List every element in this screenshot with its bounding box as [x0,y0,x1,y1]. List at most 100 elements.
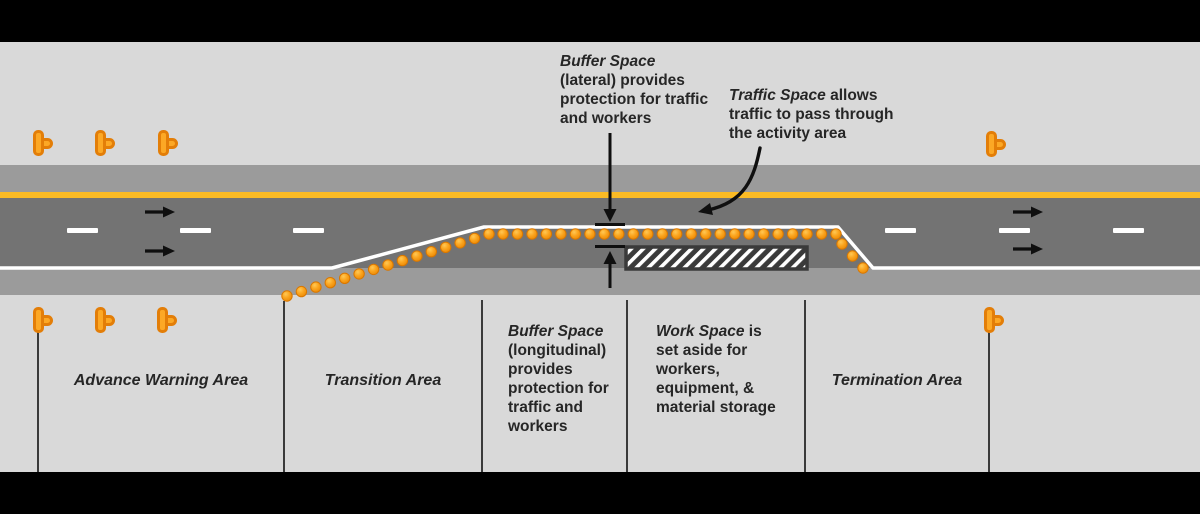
traffic-cone [627,228,639,240]
label-advance-warning-area: Advance Warning Area [73,372,249,389]
traffic-cone [743,228,755,240]
traffic-cone [714,228,726,240]
traffic-cone [483,228,495,240]
annotation-line: Work Space is [656,323,762,340]
traffic-cone [613,228,625,240]
traffic-cone [440,241,452,254]
work-zone-sign-icon [157,307,179,333]
traffic-cone [569,228,582,240]
annotation-line: protection for [508,380,609,397]
work-zone-sign-icon [95,130,117,156]
traffic-direction-arrow-head [1031,206,1043,218]
lane-dash-marking [885,228,916,233]
dimension-arrow-head [603,251,617,264]
annotation-line: set aside for [656,342,748,359]
traffic-cone [295,285,308,298]
annotation-line: the activity area [729,125,847,142]
annotation-work-space: Work Space is set aside for workers, equipm… [656,322,776,417]
annotation-line: Buffer Space [560,53,656,70]
dimension-arrow-head [603,209,617,222]
traffic-cone [411,250,423,262]
traffic-cone [671,228,683,240]
annotation-line: workers [508,418,568,435]
sign-panel-stub [994,139,1006,150]
traffic-cone [757,228,770,240]
annotation-line: provides [508,361,573,378]
traffic-cone [310,281,322,293]
work-zone-sign-icon [33,130,55,156]
traffic-direction-arrow-head [163,206,175,218]
shoulder-top [0,165,1200,192]
annotation-line: protection for traffic [560,91,709,108]
traffic-cone [786,228,799,240]
shoulder-bottom [0,268,1200,295]
traffic-cone [642,228,654,240]
traffic-direction-arrow-head [163,245,175,257]
traffic-cone [281,290,293,302]
traffic-cone [396,254,409,267]
traffic-cone [367,263,380,276]
work-zone-sign-icon [158,130,180,156]
sign-panel-stub [41,315,53,326]
traffic-cone [685,228,697,240]
work-zone-sign-icon [95,307,117,333]
sign-panel-stub [103,138,115,149]
sign-panel-stub [992,315,1004,326]
annotation-line: workers, [656,361,720,378]
traffic-cone [598,228,610,240]
traffic-cone [511,228,524,240]
traffic-cone [700,228,712,240]
sign-panel-stub [165,315,177,326]
lane-dash-marking [293,228,324,233]
annotation-line: traffic and [508,399,583,416]
label-transition-area: Transition Area [324,372,442,389]
traffic-cone [353,268,365,280]
traffic-cone [540,228,553,240]
traffic-cone [772,228,784,240]
traffic-cone [830,228,842,240]
annotation-line: Buffer Space [508,323,604,340]
sign-panel-stub [166,138,178,149]
lane-dash-marking [67,228,98,233]
work-zone-sign-icon [984,307,1006,333]
yellow-center-line [0,192,1200,198]
traffic-cone [815,228,828,240]
traffic-cone [339,272,351,284]
work-zone-sign-icon [986,131,1008,157]
dimension-tick [595,223,625,226]
curved-arrow-shaft [706,146,762,212]
annotation-line: equipment, & [656,380,755,397]
annotation-line: material storage [656,399,776,416]
dimension-tick [595,245,625,248]
traffic-cone [836,238,848,250]
work-space-hatched-area [624,245,809,271]
annotation-buffer-space-longitudinal: Buffer Space (longitudinal) provides protec… [508,322,609,436]
annotation-line: (longitudinal) [508,342,607,359]
annotation-line: traffic to pass through [729,106,894,123]
lane-dash-marking [999,228,1030,233]
annotation-line: Traffic Space allows [729,87,878,104]
traffic-cone [857,262,869,274]
lane-dash-marking [180,228,211,233]
traffic-cone [729,228,741,240]
traffic-cone [526,228,538,240]
traffic-cone [801,228,813,240]
annotation-traffic-space: Traffic Space allows traffic to pass thro… [729,86,893,143]
annotation-line: and workers [560,110,652,127]
traffic-cone [497,228,509,240]
lane-dash-marking [1113,228,1144,233]
traffic-cone [656,228,668,240]
curved-arrow-head [698,203,713,215]
traffic-cone [454,237,466,249]
sign-panel-stub [103,315,115,326]
traffic-cone [584,228,596,240]
work-zone-sign-icon [33,307,55,333]
traffic-cone [555,228,567,240]
traffic-cone [468,232,481,245]
traffic-cone [846,250,859,262]
white-edge-taper-line [0,225,1200,270]
label-termination-area: Termination Area [831,372,963,389]
